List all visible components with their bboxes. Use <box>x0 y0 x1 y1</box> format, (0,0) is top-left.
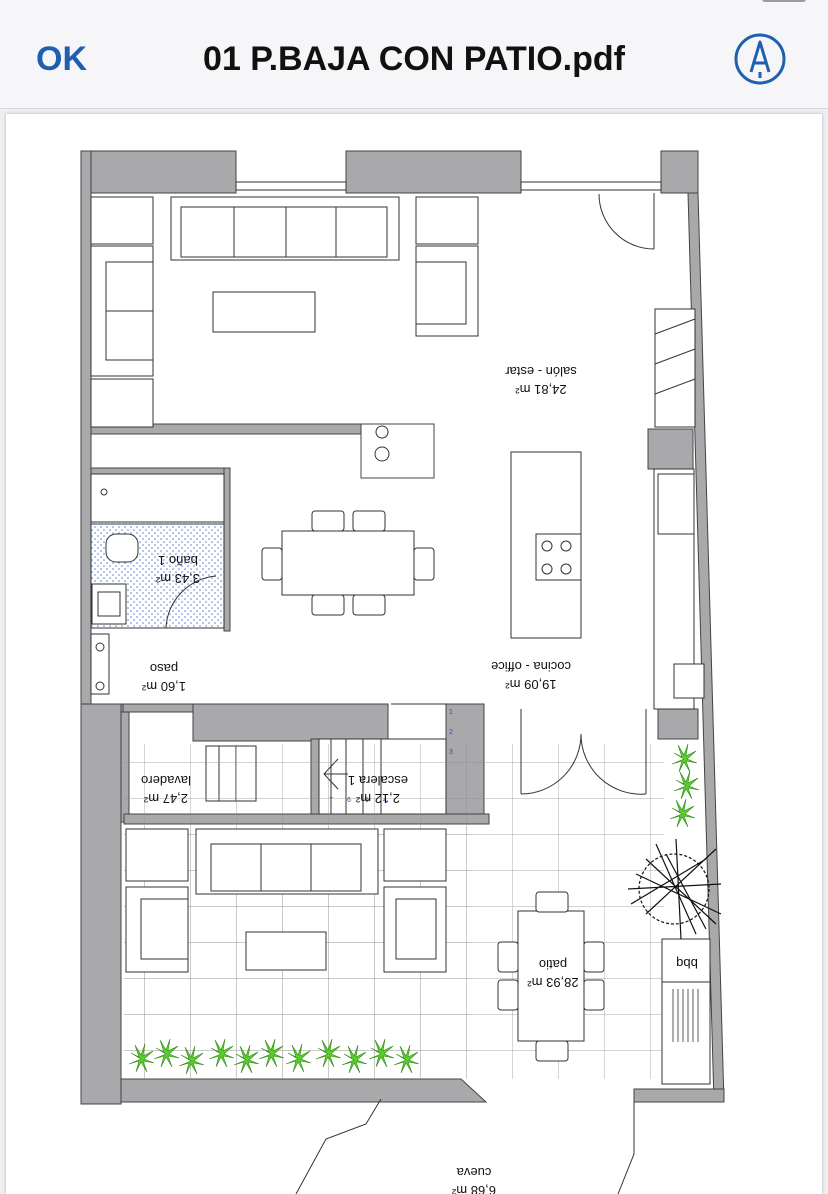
svg-text:cueva: cueva <box>456 1165 491 1180</box>
svg-text:salón - estar: salón - estar <box>505 364 577 379</box>
top-bar: OK 01 P.BAJA CON PATIO.pdf <box>0 0 828 109</box>
label-cocina: cocina - office 19,09 m² <box>491 659 571 692</box>
svg-text:2,47 m²: 2,47 m² <box>143 791 188 806</box>
label-bano: baño 1 3,43 m² <box>155 553 200 586</box>
label-lavadero: lavadero 2,47 m² <box>141 773 191 806</box>
svg-text:3,43 m²: 3,43 m² <box>155 571 200 586</box>
svg-text:lavadero: lavadero <box>141 773 191 788</box>
patio <box>124 709 722 1085</box>
svg-text:paso: paso <box>150 661 178 676</box>
walls <box>80 150 725 1105</box>
svg-text:escalera 1: escalera 1 <box>348 773 408 788</box>
svg-text:baño 1: baño 1 <box>158 553 198 568</box>
label-bbq: bbq <box>676 956 698 971</box>
document-title: 01 P.BAJA CON PATIO.pdf <box>203 40 625 78</box>
floor-plan: 1 2 3 4 5 6 7 <box>80 150 725 1194</box>
svg-text:19,09 m²: 19,09 m² <box>505 677 557 692</box>
svg-text:cocina - office: cocina - office <box>491 659 571 674</box>
bathroom <box>90 473 225 629</box>
pdf-page[interactable]: 1 2 3 4 5 6 7 <box>6 114 822 1194</box>
svg-text:2: 2 <box>449 729 453 736</box>
svg-text:1,60 m²: 1,60 m² <box>141 679 186 694</box>
dining-furniture <box>261 451 705 710</box>
label-cueva: cueva 6,68 m² <box>451 1165 496 1194</box>
markup-pen-icon[interactable] <box>733 32 787 86</box>
label-paso: paso 1,60 m² <box>141 661 186 694</box>
room-labels: salón - estar 24,81 m² cocina - office 1… <box>141 364 698 1194</box>
svg-text:patio: patio <box>539 957 567 972</box>
label-escalera: escalera 1 2,12 m² <box>348 773 408 806</box>
label-patio: patio 28,93 m² <box>527 957 579 990</box>
battery-icon <box>762 0 806 2</box>
svg-text:6,68 m²: 6,68 m² <box>451 1183 496 1194</box>
svg-text:2,12 m²: 2,12 m² <box>355 791 400 806</box>
svg-text:bbq: bbq <box>676 956 698 971</box>
svg-text:24,81 m²: 24,81 m² <box>515 382 567 397</box>
windows <box>235 181 662 191</box>
ok-button[interactable]: OK <box>36 40 87 78</box>
salon-furniture <box>90 193 696 428</box>
svg-text:28,93 m²: 28,93 m² <box>527 975 579 990</box>
label-salon: salón - estar 24,81 m² <box>505 364 577 397</box>
svg-text:1: 1 <box>449 709 453 716</box>
